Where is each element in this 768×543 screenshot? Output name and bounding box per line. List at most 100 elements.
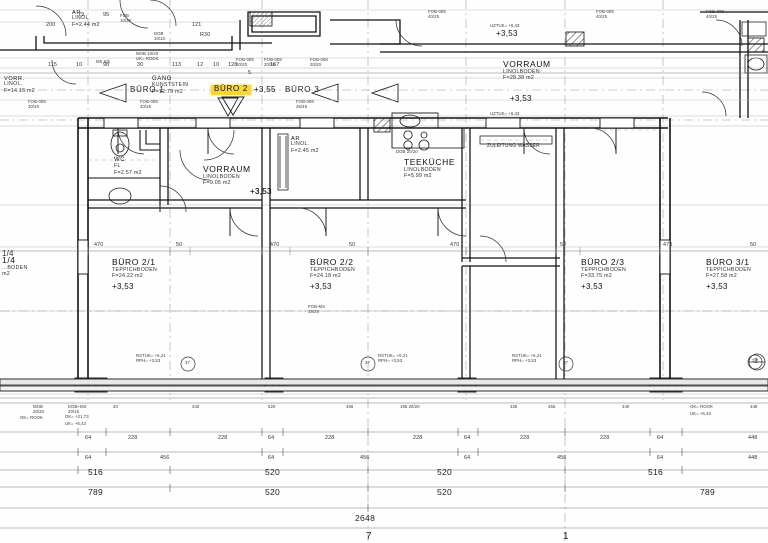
dimension-ticks	[77, 428, 683, 512]
dim-top-1: 10	[76, 62, 83, 68]
section-marker-left: 1/4	[2, 249, 14, 258]
window-tag-w9: FOB-008 26/45	[296, 99, 314, 110]
dim-a-0: 64	[85, 435, 92, 441]
level-tag-353-a: +3,53	[250, 187, 272, 196]
door-marker-buero1[interactable]: BÜRO 1	[130, 85, 165, 94]
room-name: BÜRO 3/1	[706, 257, 750, 267]
room-level: +3,53	[112, 282, 134, 292]
room-area: F=24.22 m2	[112, 273, 143, 280]
ceiling-note-1: RSTUK= +6,21 RPH= +3,53	[136, 353, 166, 364]
room-area: F=33.75 m2	[581, 273, 612, 280]
room-name: TEEKÜCHE	[404, 157, 456, 167]
room-label-buero22: BÜRO 2/2 TEPPICHBODEN F=24.18 m2 +3,53	[310, 257, 355, 292]
dim-found-4: 456	[346, 404, 354, 409]
door-marker-buero3[interactable]: BÜRO 3	[285, 85, 320, 94]
room-area: m2	[2, 271, 10, 278]
tag-line1: FOB-008	[596, 9, 614, 14]
dim-b-0: 64	[85, 455, 92, 461]
room-label-ar1: AR LINOL. F=2.45 m2	[291, 136, 319, 154]
dim-top-0: 115	[48, 62, 58, 68]
window-tag-w10: FOB 10/30	[120, 13, 132, 24]
dim-b-3: 456	[360, 455, 370, 461]
tag-line2: 15/20	[308, 308, 320, 314]
room-label-ar2: AR LINOL. F=2.44 m2	[72, 10, 100, 28]
dim-found-2b: UK= +6,43	[65, 421, 86, 426]
tag-line2: 40/25	[596, 13, 608, 19]
dim-inner-6: 470	[663, 242, 673, 248]
dim-total: 2648	[355, 513, 376, 523]
dim-top-6: 10	[213, 62, 220, 68]
tag-line2: 26/45	[296, 103, 308, 109]
dim-a-5: 228	[413, 435, 423, 441]
ceiling-ref-circles	[180, 354, 763, 372]
dim-b-1: 456	[160, 455, 170, 461]
kitchen-sink-left	[391, 112, 439, 129]
dim-inner-4: 470	[450, 242, 460, 248]
dim-d-3: 789	[700, 487, 716, 497]
dim-found-right-tag: OK= ROOK	[690, 404, 713, 409]
room-label-vorraum2: VORRAUM LINOLBODEN F=28.38 m2	[503, 59, 551, 81]
dim-b-6: 64	[657, 455, 664, 461]
window-tag-w1: FOB-008 30/20	[28, 99, 46, 110]
door-marker-buero2-highlighted[interactable]: BÜRO 2	[211, 84, 251, 95]
dim-found-6: 165 20/20	[400, 404, 420, 409]
level-tag-353-top: +3,53	[496, 29, 518, 38]
room-label-buero31: BÜRO 3/1 TEPPICHBODEN F=27.58 m2 +3,53	[706, 257, 752, 292]
dim-a-3: 64	[268, 435, 275, 441]
tag-line2: 10/10	[154, 35, 166, 41]
tag-line1: MOB	[33, 404, 43, 409]
ceiling-note-line1: RSTUK= +6,21	[378, 353, 408, 358]
room-name: 1/4	[2, 255, 16, 265]
dashed-interior-refs	[88, 129, 660, 312]
tag-line2: 30/20	[28, 103, 40, 109]
room-name: BÜRO 2/3	[581, 257, 625, 267]
dim-inner-7: 50	[750, 242, 757, 248]
ceiling-ref-circle-1: 37	[185, 360, 190, 365]
dim-top2-0: 79	[78, 12, 85, 18]
room-name: BÜRO 2/1	[112, 257, 156, 267]
slab-band-bottom	[0, 378, 768, 392]
level-tag-uztuk-b: UZTUK= +6,43	[490, 111, 520, 116]
tag-line2: UK= RODK	[136, 55, 159, 61]
room-label-wc: WC FL F=2.57 m2	[114, 157, 142, 176]
dim-top-2: 98	[103, 62, 110, 68]
dim-inner-5: 50	[560, 242, 567, 248]
room-floor: TEPPICHBODEN	[706, 266, 752, 273]
ceiling-ref-circle-2: 37	[365, 360, 370, 365]
tag-line1: FOB-008	[28, 99, 46, 104]
dim-b-7: 448	[748, 455, 758, 461]
door-direction-arrows	[98, 83, 339, 117]
dim-top2-4: 121	[192, 22, 202, 28]
section-marker-right: 3	[754, 358, 759, 365]
dim-top-5: 12	[197, 62, 204, 68]
room-area: F=5.99 m2	[404, 173, 432, 180]
dim-found-3: 340	[192, 404, 200, 409]
tag-line1: DOB+MS	[68, 404, 87, 409]
window-tag-w17: DOB+MS 20/15	[68, 404, 87, 415]
dim-a-10: 448	[748, 435, 758, 441]
dim-a-6: 64	[464, 435, 471, 441]
ceiling-note-3: RSTUK= +6,21 RPH= +3,53	[512, 353, 542, 364]
dim-b-2: 64	[268, 455, 275, 461]
dim-inner-2: 470	[270, 242, 280, 248]
dim-found-5: 520	[268, 404, 276, 409]
axis-label-7: 7	[366, 531, 372, 542]
tag-line1: FOB-008	[296, 99, 314, 104]
room-floor: TEPPICHBODEN	[112, 266, 158, 273]
tag-line2: 20/20	[33, 408, 45, 414]
tag-line2: 10/30	[120, 17, 132, 23]
window-tag-w13: DOB 20/20	[396, 149, 418, 155]
dim-a-1: 228	[128, 435, 138, 441]
room-name: WC	[114, 157, 126, 163]
tag-line1: FOB-008	[264, 57, 282, 62]
room-floor: LINOLBODEN	[404, 166, 441, 173]
room-name: VORR.	[4, 76, 25, 82]
room-area: F=9.05 m2	[203, 180, 231, 187]
dim-top2-5: R30	[200, 32, 211, 38]
dim-found-right-tag2: UK= +6,43	[690, 411, 711, 416]
window-tag-w11: DOB 10/10	[154, 31, 166, 42]
ceiling-note-line1: RSTUK= +6,21	[512, 353, 542, 358]
dim-c-0: 516	[88, 467, 104, 477]
tag-line1: FOB-MS	[308, 304, 326, 309]
